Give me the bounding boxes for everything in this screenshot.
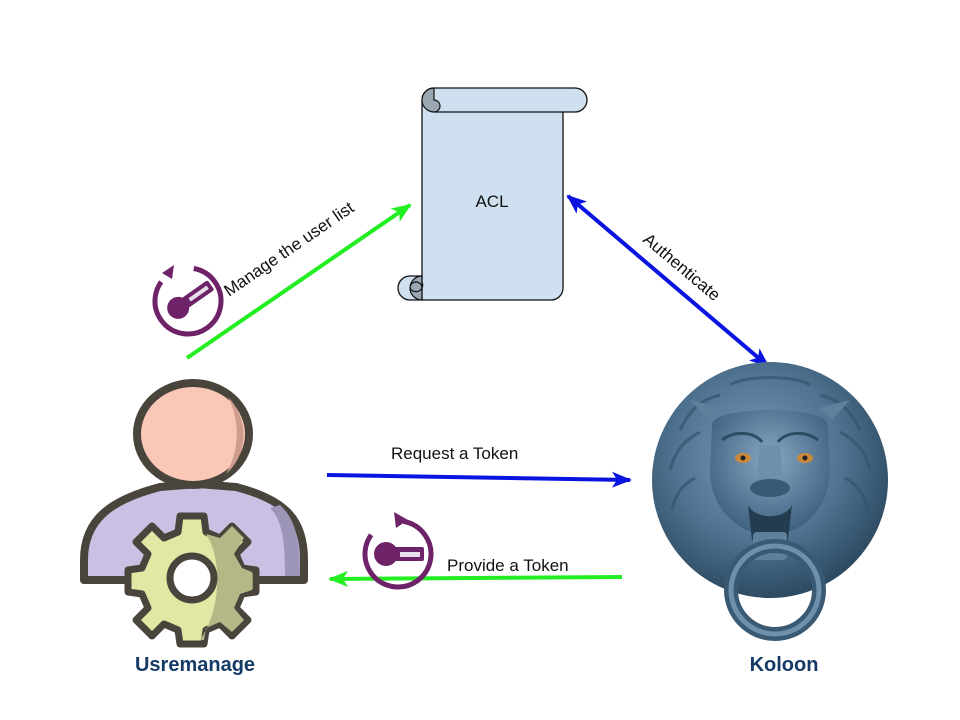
edge-authenticate[interactable]: Authenticate xyxy=(566,194,770,368)
user-gear-icon xyxy=(80,379,308,648)
acl-label: ACL xyxy=(475,192,508,211)
edge-request[interactable]: Request a Token xyxy=(326,444,632,488)
koloon-label: Koloon xyxy=(750,654,819,676)
scroll-icon xyxy=(397,87,588,301)
acl-node[interactable]: ACL xyxy=(397,87,588,301)
edge-manage[interactable]: Manage the user list xyxy=(185,198,412,360)
lion-door-knocker-icon xyxy=(652,362,888,641)
manage-arrow xyxy=(185,203,412,360)
provide-label: Provide a Token xyxy=(447,556,569,575)
authenticate-arrow xyxy=(566,194,770,368)
usremanage-node[interactable]: Usremanage xyxy=(80,379,308,676)
koloon-node[interactable]: Koloon xyxy=(652,362,888,676)
request-label: Request a Token xyxy=(391,444,518,463)
token-key-icon xyxy=(362,512,434,590)
manage-label: Manage the user list xyxy=(221,198,358,301)
request-arrow xyxy=(326,471,632,488)
usremanage-label: Usremanage xyxy=(135,654,255,676)
token-key-icon xyxy=(152,265,224,337)
